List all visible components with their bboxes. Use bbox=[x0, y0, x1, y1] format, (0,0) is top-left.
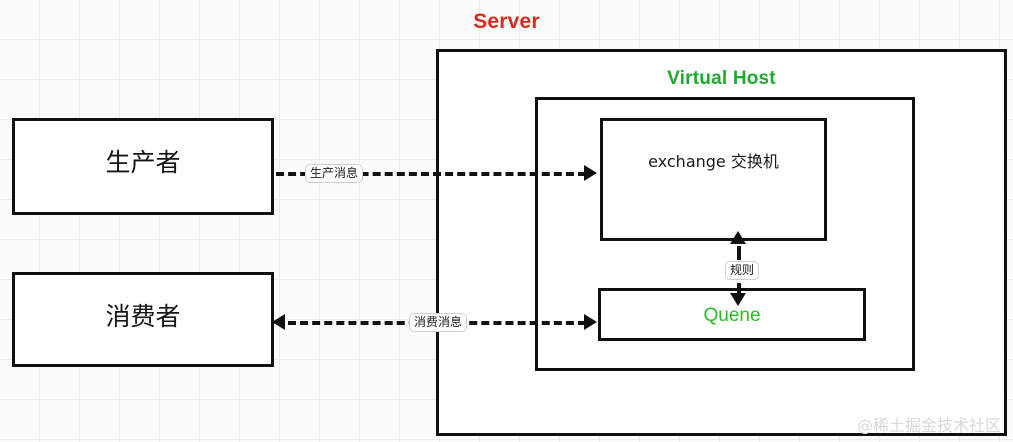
queue-label: Quene bbox=[703, 305, 761, 326]
consume-message-arrowhead-right bbox=[584, 314, 597, 330]
binding-rule-arrowhead-up bbox=[730, 231, 746, 244]
binding-rule-line-lower bbox=[737, 283, 741, 295]
exchange-box[interactable]: exchange 交换机 bbox=[600, 118, 827, 241]
server-title: Server bbox=[473, 10, 540, 33]
consumer-box[interactable]: 消费者 bbox=[12, 272, 274, 367]
producer-label: 生产者 bbox=[105, 148, 181, 177]
binding-rule-line-upper bbox=[737, 246, 741, 260]
consumer-label: 消费者 bbox=[105, 302, 181, 331]
watermark: @稀土掘金技术社区 bbox=[856, 416, 1001, 435]
produce-message-line bbox=[276, 172, 586, 176]
exchange-label: exchange 交换机 bbox=[648, 152, 779, 171]
produce-message-label: 生产消息 bbox=[305, 164, 364, 183]
binding-rule-arrowhead-down bbox=[730, 293, 746, 306]
consume-message-label: 消费消息 bbox=[409, 313, 468, 332]
producer-box[interactable]: 生产者 bbox=[12, 118, 274, 215]
virtual-host-title: Virtual Host bbox=[667, 68, 776, 89]
produce-message-arrowhead bbox=[584, 165, 597, 181]
consume-message-arrowhead-left bbox=[272, 314, 285, 330]
binding-rule-label: 规则 bbox=[725, 261, 760, 280]
